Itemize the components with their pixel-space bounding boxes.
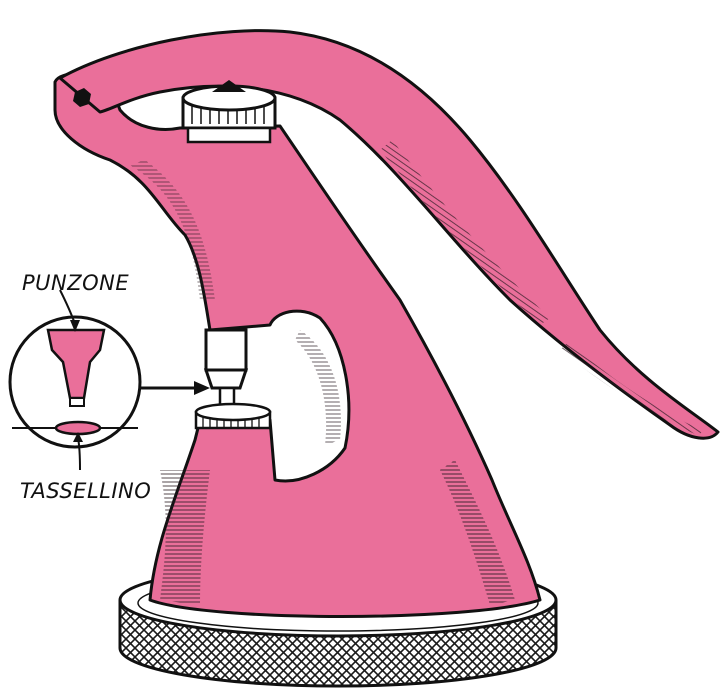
adjusting-knob xyxy=(183,80,275,142)
die-leader xyxy=(78,438,80,470)
pointer-arrow xyxy=(140,381,210,395)
die-label: TASSELLINO xyxy=(20,479,151,503)
die-seat xyxy=(196,404,270,428)
detail-callout xyxy=(10,290,140,470)
punch-label: PUNZONE xyxy=(22,271,129,295)
punch-holder xyxy=(206,330,246,408)
